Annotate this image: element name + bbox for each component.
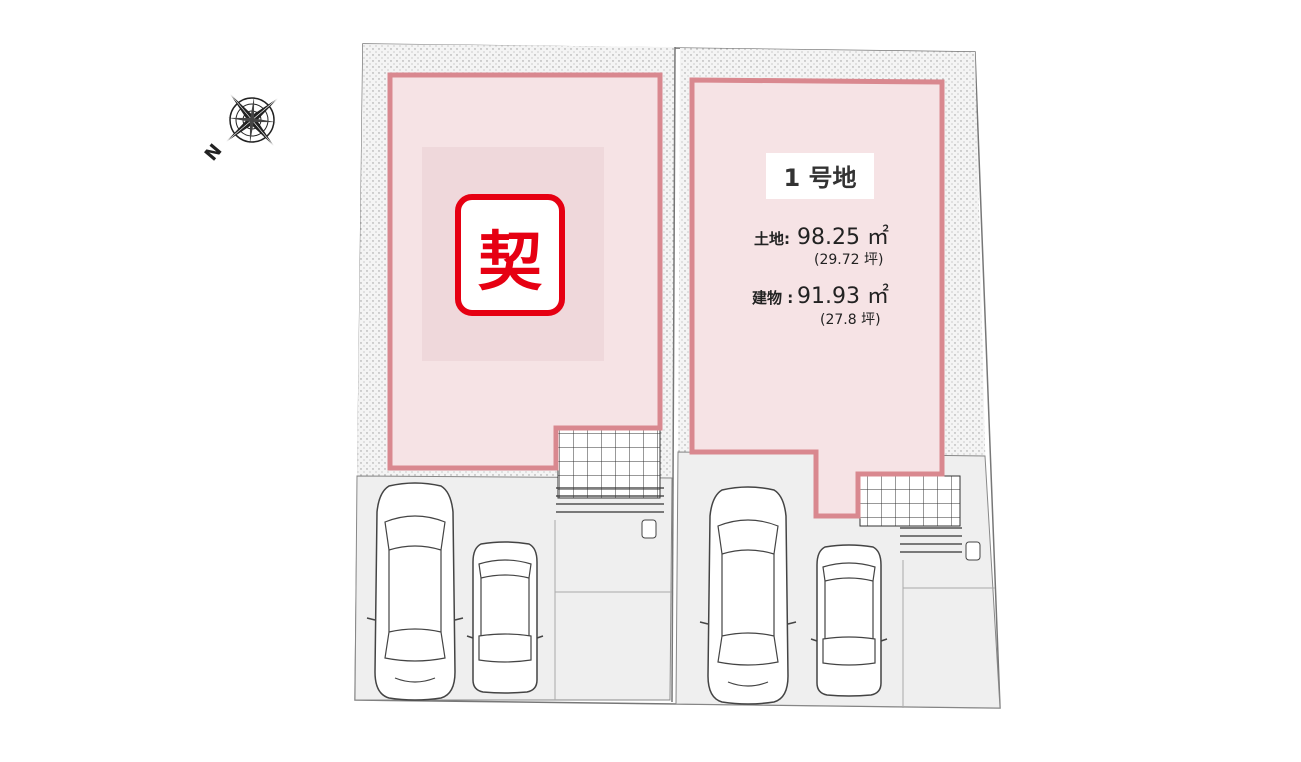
compass-north-label: N xyxy=(201,140,227,165)
lot-label-box xyxy=(766,153,874,199)
meter-right xyxy=(965,541,981,561)
land-label: 土地: xyxy=(754,230,790,248)
lot-divider xyxy=(671,46,676,703)
building-tsubo: (27.8 坪) xyxy=(820,312,881,328)
land-tsubo: (29.72 坪) xyxy=(814,252,883,268)
building-label: 建物 : xyxy=(752,289,793,307)
car-small-right xyxy=(810,544,888,697)
entrance-tiles-left xyxy=(557,427,661,499)
car-large-left xyxy=(366,482,464,701)
car-small-left xyxy=(466,541,544,694)
land-area: 98.25 ㎡ xyxy=(797,224,889,250)
lot-right-footprint xyxy=(689,77,945,519)
contract-stamp xyxy=(455,194,565,316)
building-area: 91.93 ㎡ xyxy=(797,283,889,309)
meter-left xyxy=(641,519,657,539)
car-large-right xyxy=(699,486,797,705)
compass-icon xyxy=(225,93,279,147)
contract-mark: 契 xyxy=(478,226,542,300)
lot-label: 1 号地 xyxy=(783,164,856,192)
entrance-tiles-right xyxy=(859,475,961,527)
